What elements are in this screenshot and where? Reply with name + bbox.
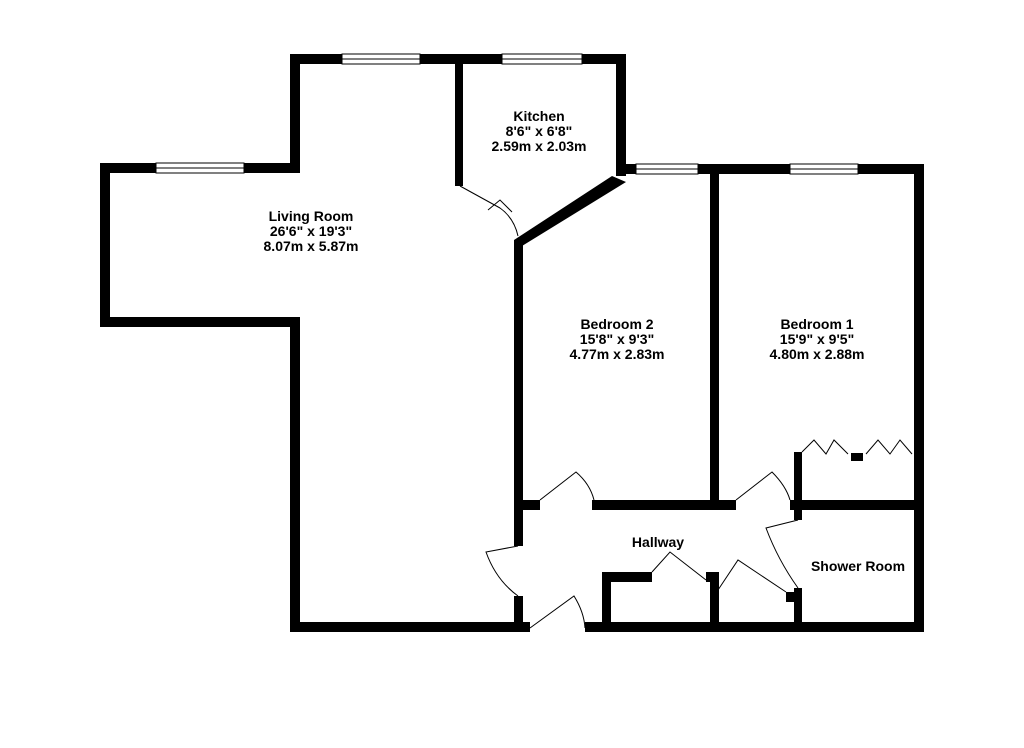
shower-room-wall [794, 500, 802, 520]
living-room-left-top-wall [100, 163, 156, 173]
room-name: Bedroom 1 [780, 316, 854, 332]
living-room-far-left-wall [100, 163, 110, 327]
room-size-metric: 4.80m x 2.88m [769, 346, 865, 362]
cupboard-top-wall [602, 572, 652, 582]
cupboard-left-wall [602, 572, 611, 632]
cupboard-stub-wall [706, 572, 718, 582]
bedroom-top-wall [698, 164, 790, 174]
bedroom-2-label: Bedroom 2 15'8" x 9'3" 4.77m x 2.83m [570, 317, 665, 362]
bedroom-2-door-swing [539, 471, 595, 501]
bedroom-1-label: Bedroom 1 15'9" x 9'5" 4.80m x 2.88m [770, 317, 865, 362]
room-name: Hallway [631, 534, 685, 550]
room-size-imperial: 26'6" x 19'3" [269, 223, 353, 239]
hallway-entry-door-swing [485, 545, 519, 597]
living-room-lower-left-wall [290, 317, 300, 632]
room-size-imperial: 8'6" x 6'8" [505, 123, 573, 139]
room-name: Living Room [268, 208, 354, 224]
cupboard-divider-wall [710, 572, 719, 632]
room-name: Kitchen [513, 108, 565, 124]
windows [155, 53, 859, 175]
bottom-wall [290, 622, 530, 632]
hallway-label: Hallway [632, 535, 684, 550]
cupboard-door-swing [651, 551, 707, 581]
kitchen-top-wall [455, 54, 502, 64]
living-room-left-bottom-wall [100, 317, 300, 327]
wardrobe-wall [794, 452, 802, 500]
hallway-left-wall [514, 596, 523, 632]
shower-room-label: Shower Room [811, 559, 905, 574]
bedroom-2-left-wall [514, 240, 523, 506]
room-size-imperial: 15'9" x 9'5" [779, 331, 855, 347]
shower-room-wall [794, 588, 802, 632]
living-room-top-wall [420, 54, 460, 64]
bedroom-divider-wall [710, 164, 719, 506]
kitchen-door-leaf [487, 199, 513, 213]
doors [459, 185, 913, 629]
kitchen-right-wall [616, 54, 626, 176]
room-size-metric: 2.59m x 2.03m [491, 138, 587, 154]
kitchen-top-wall [582, 54, 626, 64]
room-size-metric: 4.77m x 2.83m [569, 346, 665, 362]
cupboard-stub-wall [786, 592, 802, 602]
room-size-metric: 8.07m x 5.87m [263, 238, 359, 254]
bedroom-1-bottom-wall [790, 500, 924, 510]
living-room-upper-left-wall [290, 54, 300, 170]
hallway-left-wall [514, 500, 523, 546]
room-name: Bedroom 2 [580, 316, 654, 332]
front-door-swing [529, 595, 586, 629]
bottom-wall [585, 622, 924, 632]
kitchen-left-wall [455, 54, 463, 186]
wardrobe-door-right [865, 439, 913, 455]
kitchen-diagonal-wall [514, 176, 626, 246]
kitchen-door-swing [459, 185, 519, 237]
living-room-top-wall [290, 54, 342, 64]
living-room-label: Living Room 26'6" x 19'3" 8.07m x 5.87m [264, 209, 359, 254]
bedroom-2-bottom-wall [514, 500, 540, 510]
bedroom-2-top-wall [616, 164, 636, 174]
cupboard-2-door-swing [717, 559, 787, 593]
shower-room-door-swing [765, 519, 799, 589]
room-size-imperial: 15'8" x 9'3" [579, 331, 655, 347]
living-room-left-top-wall [244, 163, 300, 173]
bedroom-1-top-wall [858, 164, 924, 174]
room-name: Shower Room [810, 558, 906, 574]
wardrobe-handle [851, 453, 863, 461]
wardrobe-door-left [801, 439, 849, 455]
bedroom-1-door-swing [735, 471, 791, 501]
kitchen-label: Kitchen 8'6" x 6'8" 2.59m x 2.03m [492, 109, 587, 154]
right-exterior-wall [914, 164, 924, 632]
bedroom-2-bottom-wall [592, 500, 736, 510]
walls [100, 54, 924, 632]
